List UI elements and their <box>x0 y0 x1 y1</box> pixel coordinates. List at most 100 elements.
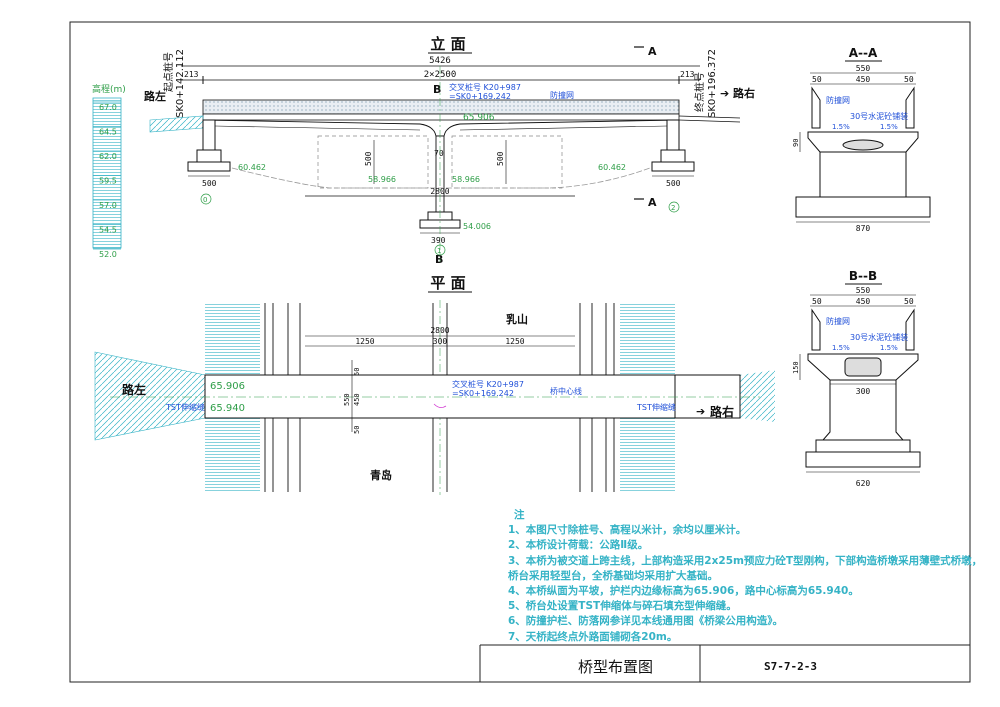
bb-guardrail-left <box>811 308 821 351</box>
bb-pavement-label: 30号水泥砼铺装 <box>850 332 908 342</box>
scale-tick-label: 67.0 <box>99 103 117 112</box>
scale-tick-label: 62.0 <box>99 152 117 161</box>
plan-title: 平 面 <box>430 274 465 292</box>
plan-elev-left-top: 65.906 <box>210 381 245 392</box>
t-frame-haunch <box>202 119 680 137</box>
pier-base-elev: 54.006 <box>463 222 491 231</box>
plan-right-approach-hatch <box>740 370 775 422</box>
pier-top-dim: 70 <box>434 149 444 158</box>
aa-guardrail-label: 防撞网 <box>826 95 850 105</box>
plan-width-total: 2800 <box>430 326 449 335</box>
bb-guardrail-label: 防撞网 <box>826 316 850 326</box>
pier-footing-width: 390 <box>431 236 446 245</box>
bb-height: 150 <box>792 361 800 374</box>
skew-angle-marker <box>433 403 447 408</box>
aa-inner-width: 450 <box>856 75 871 84</box>
left-abutment <box>187 119 231 172</box>
plan-right-road: 路右 <box>710 404 734 419</box>
ground-right-elev: 58.966 <box>452 175 480 184</box>
section-bb-title: B--B <box>849 269 877 283</box>
plan-centerline-label: 桥中心线 <box>550 386 582 396</box>
plan-joint-left: TST伸缩缝 <box>165 402 205 412</box>
bb-base-width: 620 <box>856 479 871 488</box>
ground-line <box>231 167 651 189</box>
start-station: SK0+142.112 <box>175 49 186 118</box>
deck-elevation: 65.906 <box>463 113 495 123</box>
plan-left-road: 路左 <box>122 382 146 397</box>
note-item: 桥台采用轻型台，全桥基础均采用扩大基础。 <box>508 569 718 582</box>
bb-slope-right: 1.5% <box>880 344 898 352</box>
section-bb: B--B 550 50 450 50 防撞网 30号水泥砼铺装 1.5% 1.5… <box>792 269 921 488</box>
plan-left-approach-hatch <box>94 351 206 441</box>
abutment-left-len: 213 <box>184 70 199 79</box>
plan-left-top-hatch <box>205 303 260 375</box>
bb-footing <box>805 451 921 468</box>
plan-bottom-road: 青岛 <box>370 468 392 482</box>
elevation-scale-ticks: 67.064.562.059.557.054.552.0 <box>93 101 121 259</box>
plan-joint-right: TST伸缩缝 <box>636 402 676 412</box>
pier-height-right: 500 <box>496 151 505 166</box>
plan-right-top-hatch <box>620 303 675 375</box>
section-marker-a-top: A <box>648 45 657 58</box>
aa-pier <box>819 151 907 198</box>
sheet-frame <box>69 21 971 683</box>
aa-footing <box>795 196 931 218</box>
elevation-left-road: 路左 <box>144 89 166 103</box>
drawing-number: S7-7-2-3 <box>764 660 817 673</box>
elev-intersection-label: 交叉桩号 K20+987 <box>449 82 521 92</box>
pier-height-left: 500 <box>364 151 373 166</box>
plan-bridge-deck <box>204 374 676 419</box>
note-item: 1、本图尺寸除桩号、高程以米计，余均以厘米计。 <box>508 524 747 537</box>
aa-height: 90 <box>792 139 800 147</box>
elevation-view: 立 面 高程(m) 67.064.562.059.557.054.552.0 起… <box>92 35 755 266</box>
scale-tick-label: 52.0 <box>99 250 117 259</box>
section-aa: A--A 550 50 450 50 防撞网 30号水泥砼铺装 1.5% 1.5… <box>792 46 931 233</box>
ground-left-elev: 58.966 <box>368 175 396 184</box>
aa-top-width: 550 <box>856 64 871 73</box>
bb-inner-width: 450 <box>856 297 871 306</box>
section-marker-a-bottom: A <box>648 196 657 209</box>
bridge-deck <box>202 99 680 115</box>
section-marker-b-bottom: B <box>435 253 443 266</box>
elev-intersection-sub: =SK0+169.242 <box>449 92 511 101</box>
aa-slope-left: 1.5% <box>832 123 850 131</box>
elevation-title: 立 面 <box>430 35 465 53</box>
section-marker-b-top: B <box>433 83 441 96</box>
scale-tick-label: 57.0 <box>99 201 117 210</box>
footing-right-dim: 500 <box>666 179 681 188</box>
node-2: 2 <box>671 204 675 212</box>
section-aa-title: A--A <box>849 46 878 60</box>
aa-pavement-label: 30号水泥砼铺装 <box>850 111 908 121</box>
plan-dim-b: 300 <box>433 337 448 346</box>
plan-left-bottom-hatch <box>205 418 260 492</box>
design-notes: 注 1、本图尺寸除桩号、高程以米计，余均以厘米计。2、本桥设计荷载：公路Ⅱ级。3… <box>508 508 983 645</box>
plan-elev-left-bottom: 65.940 <box>210 403 245 414</box>
plan-top-road: 乳山 <box>506 312 528 326</box>
bb-void <box>844 357 882 377</box>
plan-edge-top: 50 <box>353 368 361 376</box>
scale-title: 高程(m) <box>92 83 126 95</box>
plan-intersection-sub: =SK0+169.242 <box>452 389 514 398</box>
right-abutment <box>651 119 695 172</box>
plan-dim-a: 1250 <box>355 337 374 346</box>
plan-edge-bottom: 50 <box>353 426 361 434</box>
plan-intersection-label: 交叉桩号 K20+987 <box>452 379 524 389</box>
bb-guardrail-right <box>905 308 915 351</box>
bb-top-width: 550 <box>856 286 871 295</box>
note-item: 2、本桥设计荷载：公路Ⅱ级。 <box>508 539 649 552</box>
aa-edge-left: 50 <box>812 75 822 84</box>
arrow-right-icon: ➔ <box>720 87 729 100</box>
scale-tick-label: 59.5 <box>99 177 117 186</box>
bridge-girder <box>202 113 680 121</box>
note-item: 4、本桥纵面为平坡，护栏内边缘标高为65.906，路中心标高为65.940。 <box>508 585 859 598</box>
span-total: 2×2500 <box>424 70 457 80</box>
left-embankment <box>149 115 204 133</box>
clearance-left <box>317 135 429 189</box>
scale-tick-label: 54.5 <box>99 226 117 235</box>
bb-edge-right: 50 <box>904 297 914 306</box>
aa-guardrail-right <box>905 86 915 129</box>
end-label: 终点桩号 <box>693 72 706 112</box>
node-1: 1 <box>437 247 441 255</box>
note-item: 3、本桥为被交道上跨主线，上部构造采用2x25m预应力砼T型刚构，下部构造桥墩采… <box>508 554 983 567</box>
footing-left-dim: 500 <box>202 179 217 188</box>
